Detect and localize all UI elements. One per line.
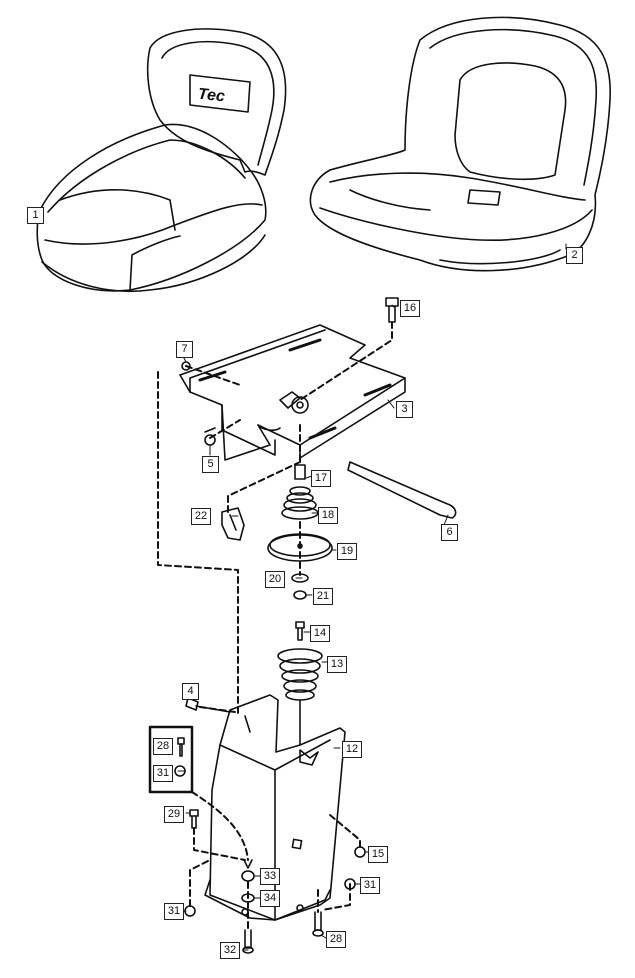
- callout-17: 17: [311, 470, 331, 487]
- callout-1: 1: [27, 207, 44, 224]
- callout-22: 22: [191, 508, 211, 525]
- callout-leaders: [39, 209, 567, 951]
- callout-28-bottom: 28: [326, 931, 346, 948]
- callout-33: 33: [260, 868, 280, 885]
- knob-33: [241, 870, 255, 882]
- assembly-arrow: [243, 859, 253, 869]
- bolt-28-bottom: [312, 911, 324, 937]
- spring-18: [281, 486, 319, 520]
- callout-28-inset: 28: [153, 738, 173, 755]
- bolt-16: [385, 297, 399, 323]
- nut-15: [354, 846, 366, 858]
- callout-29: 29: [164, 806, 184, 823]
- post-12: [204, 694, 346, 921]
- callout-19: 19: [337, 543, 357, 560]
- assembly-lines: [157, 321, 393, 929]
- callout-20: 20: [265, 571, 285, 588]
- callout-32: 32: [220, 942, 240, 959]
- inset-box: [148, 725, 194, 794]
- nut-21: [293, 590, 307, 600]
- callout-4: 4: [182, 683, 199, 700]
- callout-13: 13: [327, 656, 347, 673]
- callout-31-inset: 31: [153, 765, 173, 782]
- callout-5: 5: [202, 456, 219, 473]
- callout-31-right: 31: [360, 877, 380, 894]
- callout-16: 16: [400, 300, 420, 317]
- callout-15: 15: [368, 846, 388, 863]
- bracket-3-plate: [179, 324, 406, 461]
- spring-13: [277, 648, 323, 746]
- seat-2-bucket: [309, 16, 611, 272]
- bolt-5: [204, 427, 216, 446]
- seat-1-highback: Tec: [36, 28, 287, 293]
- bolt-14: [295, 621, 305, 641]
- bolt-32: [242, 929, 254, 954]
- callout-12: 12: [342, 741, 362, 758]
- spacer-17: [294, 464, 306, 480]
- callout-6: 6: [441, 524, 458, 541]
- callout-31-left: 31: [164, 903, 184, 920]
- callout-3: 3: [396, 401, 413, 418]
- latch-22: [221, 507, 245, 541]
- callout-7: 7: [176, 341, 193, 358]
- callout-18: 18: [318, 507, 338, 524]
- rod-6: [347, 461, 457, 519]
- seat-logo: Tec: [197, 86, 226, 106]
- bolt-29: [189, 809, 199, 829]
- callout-14: 14: [310, 625, 330, 642]
- callout-2: 2: [566, 247, 583, 264]
- callout-21: 21: [313, 588, 333, 605]
- callout-34: 34: [260, 890, 280, 907]
